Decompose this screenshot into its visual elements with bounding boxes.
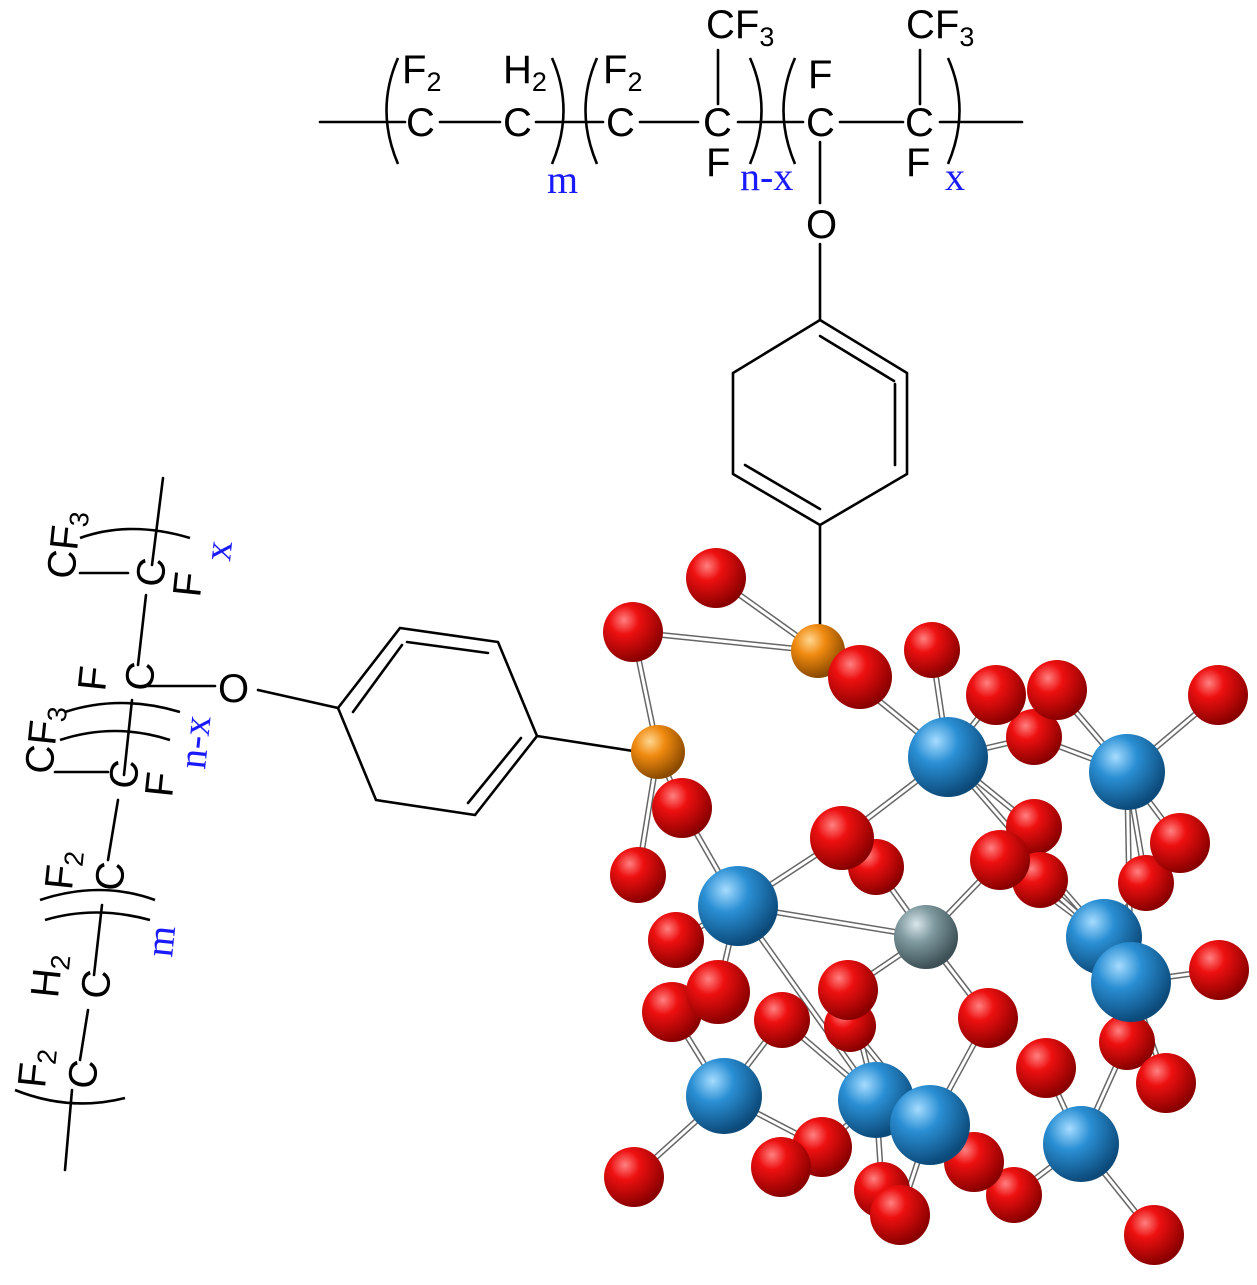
oxygen-atom xyxy=(1118,855,1174,911)
atom-f-3: F xyxy=(906,141,930,185)
oxygen-atom xyxy=(904,622,960,678)
side-label-cf3-2: CF3 xyxy=(39,508,95,581)
side-index-m: m xyxy=(136,923,184,959)
oxygen-atom xyxy=(1188,665,1248,725)
index-m-top: m xyxy=(547,157,578,202)
index-x-top: x xyxy=(945,154,965,199)
side-paren-1 xyxy=(14,1088,126,1105)
oxygen-atom xyxy=(1099,1014,1155,1070)
atom-f-1: F xyxy=(706,141,730,185)
atom-o-top: O xyxy=(806,203,837,247)
paren-close-3 xyxy=(946,57,961,165)
phosphorus-atom xyxy=(631,725,685,779)
side-atom-o: O xyxy=(218,667,249,711)
side-atom-c5: C xyxy=(117,660,164,693)
core-atom xyxy=(894,905,958,969)
side-atom-c2: C xyxy=(73,968,120,1001)
side-label-f2-2: F2 xyxy=(37,848,90,892)
oxygen-atom xyxy=(648,912,704,968)
label-cf3-1: CF3 xyxy=(706,3,774,52)
oxygen-atom xyxy=(1136,1053,1196,1113)
metal-atom xyxy=(908,717,988,797)
oxygen-atom xyxy=(1150,813,1210,873)
label-cf3-2: CF3 xyxy=(906,3,974,52)
oxygen-atom xyxy=(652,778,712,838)
side-atom-f-2: F xyxy=(70,664,116,693)
side-polymer-chain: C F2 C H2 C F2 C CF3 F C F C CF3 xyxy=(10,476,642,1172)
oxygen-atom xyxy=(1124,1205,1184,1265)
paren-close-1 xyxy=(550,57,565,165)
metal-atom xyxy=(698,866,778,946)
atom-c4: C xyxy=(703,101,732,145)
side-label-h2-1: H2 xyxy=(23,951,76,1000)
side-atom-c6: C xyxy=(128,556,175,589)
metal-oxide-cluster xyxy=(603,548,1249,1265)
side-label-cf3-1: CF3 xyxy=(17,703,73,776)
oxygen-atom xyxy=(966,665,1026,725)
oxygen-atom xyxy=(1016,1038,1076,1098)
side-paren-4 xyxy=(59,729,171,742)
side-index-x: x xyxy=(194,538,241,563)
oxygen-atom xyxy=(604,1147,664,1207)
benzene-ring-side xyxy=(336,626,539,817)
oxygen-atom xyxy=(603,602,663,662)
atom-c2: C xyxy=(503,101,532,145)
oxygen-atom xyxy=(686,960,750,1024)
atom-c1: C xyxy=(406,101,435,145)
atom-c3: C xyxy=(606,101,635,145)
oxygen-atom xyxy=(754,992,810,1048)
paren-open-1 xyxy=(385,57,400,165)
oxygen-atom xyxy=(970,830,1030,890)
benzene-ring-top xyxy=(731,318,909,527)
metal-atom xyxy=(1091,942,1171,1022)
oxygen-atom xyxy=(958,988,1018,1048)
atom-c5: C xyxy=(806,101,835,145)
oxygen-atom xyxy=(751,1137,811,1197)
side-paren-5 xyxy=(64,701,181,714)
oxygen-atom xyxy=(1027,660,1087,720)
side-paren-3 xyxy=(39,888,156,902)
cluster-bond xyxy=(632,630,819,653)
atom-f-2: F xyxy=(808,53,832,97)
side-paren-2 xyxy=(44,911,151,922)
side-atom-c3: C xyxy=(87,860,134,893)
side-atom-f-3: F xyxy=(165,570,211,599)
oxygen-atom xyxy=(810,806,874,870)
paren-open-2 xyxy=(584,57,599,165)
oxygen-atom xyxy=(686,548,746,608)
index-nx-top: n-x xyxy=(740,154,793,199)
top-polymer-chain: C F2 C H2 C F2 C CF3 F C F C CF3 F O m n… xyxy=(318,3,1024,627)
oxygen-atom xyxy=(818,960,878,1020)
label-h2-1: H2 xyxy=(503,48,547,97)
side-atom-f-1: F xyxy=(137,770,183,799)
side-paren-6 xyxy=(79,527,191,540)
atom-c6: C xyxy=(905,101,934,145)
metal-atom xyxy=(890,1085,970,1165)
oxygen-atom xyxy=(986,1167,1042,1223)
oxygen-atom xyxy=(1189,940,1249,1000)
oxygen-atom xyxy=(870,1185,930,1245)
oxygen-atom xyxy=(1006,709,1062,765)
label-f2-1: F2 xyxy=(402,48,441,97)
oxygen-atom xyxy=(828,645,892,709)
side-atom-c1: C xyxy=(60,1058,107,1091)
metal-atom xyxy=(686,1058,762,1134)
paren-close-2 xyxy=(748,57,763,165)
side-atom-c4: C xyxy=(101,758,148,791)
side-label-f2-1: F2 xyxy=(10,1046,63,1090)
side-index-nx: n-x xyxy=(169,713,219,771)
metal-atom xyxy=(1043,1106,1119,1182)
metal-atom xyxy=(1089,734,1165,810)
paren-open-3 xyxy=(782,57,797,165)
oxygen-atom xyxy=(610,847,666,903)
label-f2-2: F2 xyxy=(603,48,642,97)
